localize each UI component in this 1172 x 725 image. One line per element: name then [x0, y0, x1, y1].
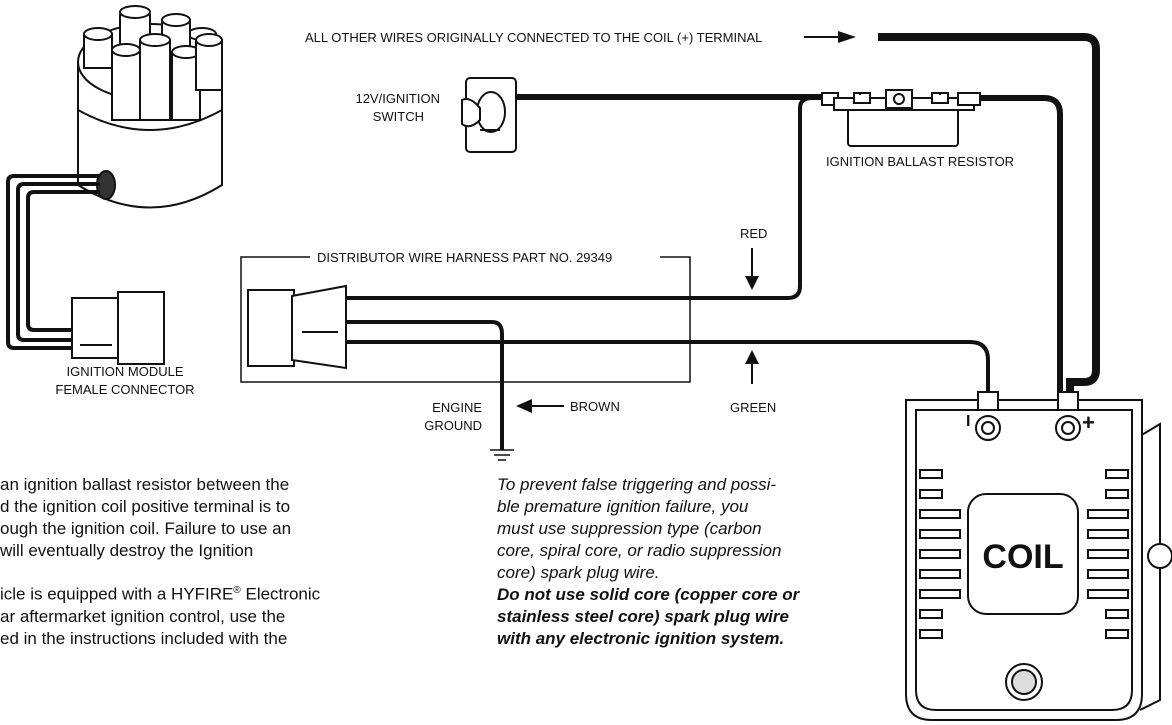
left-note-line: ar aftermarket ignition control, use the [0, 606, 286, 626]
engine-ground-label-line2: GROUND [424, 418, 482, 433]
module-connector-label-line2: FEMALE CONNECTOR [55, 382, 194, 397]
module-female-connector [71, 291, 165, 365]
switch-label-line1: 12V/IGNITION [355, 91, 440, 106]
right-note-line: ble premature ignition failure, you [497, 497, 749, 516]
ballast-to-coil-wire [980, 95, 1063, 394]
ballast-resistor [821, 89, 981, 147]
left-note-line: icle is equipped with a HYFIRE® Electron… [0, 580, 420, 606]
red-wire-arrow [745, 248, 759, 290]
harness-label: DISTRIBUTOR WIRE HARNESS PART NO. 29349 [317, 250, 612, 265]
left-note-line: d the ignition coil positive terminal is… [0, 497, 291, 516]
coil-positive-mark: + [1082, 410, 1095, 435]
right-note-line: To prevent false triggering and possi- [497, 475, 777, 494]
brown-wire-label: BROWN [570, 399, 620, 414]
green-wire-label: GREEN [730, 400, 776, 415]
switch-label-line2: SWITCH [373, 109, 424, 124]
left-note-line: ed in the instructions included with the [0, 628, 288, 648]
harness-bracket [240, 256, 691, 383]
green-wire-arrow [745, 350, 759, 384]
right-note-warning-line: Do not use solid core (copper core or [497, 585, 800, 604]
all-other-wires-arrow [804, 31, 856, 43]
ignition-coil [905, 391, 1172, 721]
left-note-line: ough the ignition coil. Failure to use a… [0, 519, 292, 538]
module-connector-label-line1: IGNITION MODULE [66, 364, 183, 379]
ballast-resistor-label: IGNITION BALLAST RESISTOR [826, 154, 1014, 169]
right-note-warning-line: stainless steel core) spark plug wire [497, 607, 789, 626]
right-note-warning-line: with any electronic ignition system. [497, 629, 785, 648]
coil-label: COIL [982, 538, 1063, 576]
harness-wires [346, 96, 990, 450]
all-other-wires-label: ALL OTHER WIRES ORIGINALLY CONNECTED TO … [305, 30, 762, 45]
ground-symbol [490, 449, 514, 461]
left-note-text: Electronic [240, 584, 321, 604]
suppression-wire-note: To prevent false triggering and possi- b… [497, 474, 897, 650]
distributor-to-module-wires [6, 174, 100, 350]
coil-negative-mark: I [966, 413, 970, 430]
right-note-line: core, spiral core, or radio suppression [497, 541, 782, 560]
left-note-line: an ignition ballast resistor between the [0, 475, 290, 494]
harness-male-connector [247, 284, 347, 370]
brown-wire-arrow [516, 399, 564, 413]
ignition-switch [461, 77, 517, 153]
engine-ground-label-line1: ENGINE [432, 400, 482, 415]
left-note-text: icle is equipped with a HYFIRE [0, 584, 234, 604]
left-note-line: will eventually destroy the Ignition [0, 541, 254, 560]
paragraph-gap [0, 562, 420, 580]
other-wires-to-coil [878, 33, 1100, 394]
ballast-resistor-note: an ignition ballast resistor between the… [0, 474, 420, 650]
red-wire-label: RED [740, 226, 767, 241]
right-note-line: core) spark plug wire. [497, 563, 660, 582]
distributor-cap [77, 5, 223, 209]
right-note-line: must use suppression type (carbon [497, 519, 762, 538]
registered-mark: ® [233, 585, 241, 596]
